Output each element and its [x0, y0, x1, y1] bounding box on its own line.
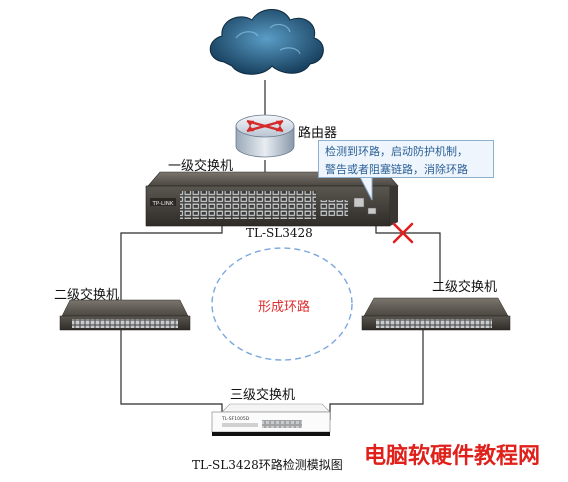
- l2-switch-left-icon: [59, 299, 191, 331]
- router-label: 路由器: [298, 126, 338, 141]
- right-l3-link: [329, 330, 424, 420]
- l1-right-link: [375, 226, 441, 290]
- l1-logo: TP-LINK: [152, 201, 174, 207]
- l1-switch-label: 一级交换机: [168, 159, 234, 174]
- blocked-link-icon: [392, 222, 414, 244]
- l3-switch-label: 三级交换机: [230, 388, 296, 403]
- l3-switch-icon: TL-SF1005D: [211, 403, 331, 436]
- callout-line-1: 检测到环路，启动防护机制，: [325, 145, 468, 158]
- internet-cloud-icon: [209, 9, 324, 75]
- loop-ring: [211, 247, 353, 361]
- l2-switch-right-label: 二级交换机: [432, 280, 498, 295]
- router-icon: [235, 114, 295, 158]
- l1-model-label: TL-SL3428: [246, 226, 313, 240]
- loop-detection-callout: 检测到环路，启动防护机制， 警告或者阻塞链路，消除环路: [318, 140, 494, 178]
- l3-label: TL-SF1005D: [221, 416, 250, 422]
- loop-label: 形成环路: [258, 300, 311, 315]
- l1-left-link: [120, 226, 223, 300]
- callout-line-2: 警告或者阻塞链路，消除环路: [325, 163, 468, 176]
- diagram-caption: TL-SL3428环路检测模拟图: [192, 458, 343, 472]
- left-l3-link: [120, 330, 223, 420]
- l1-switch-icon: TP-LINK: [145, 171, 399, 227]
- site-watermark: 电脑软硬件教程网: [364, 444, 541, 469]
- l2-switch-left-label: 二级交换机: [54, 288, 120, 303]
- l2-switch-right-icon: [361, 297, 511, 331]
